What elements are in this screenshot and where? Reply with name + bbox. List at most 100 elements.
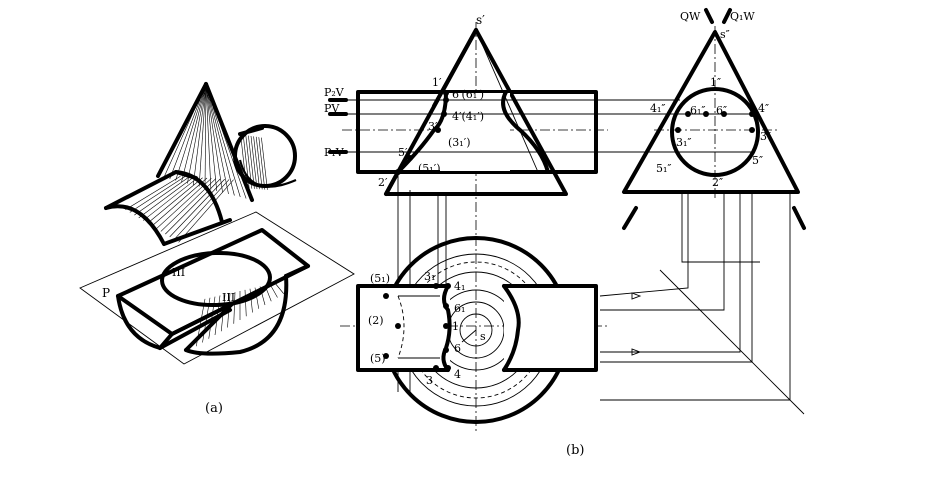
front-view: P₂V PV P₁V s′ 1′ 6′(6₁′) 4′(4₁′) 3′ (3₁′… — [324, 13, 608, 236]
point-5t — [383, 353, 389, 359]
cylinder-intersect-curve — [174, 170, 224, 224]
point-1t — [443, 323, 449, 329]
plane-p-label: P — [102, 286, 110, 300]
side-cone-triangle — [622, 30, 800, 194]
cone-hatch-line — [204, 83, 207, 189]
front-cone-triangle — [384, 28, 568, 196]
label-31s: 3₁″ — [676, 136, 692, 149]
point-4t — [445, 365, 451, 371]
label-5f1: (5₁′) — [418, 162, 441, 175]
cone-hatch-line — [205, 83, 212, 190]
p1v-label: P₁V — [324, 146, 345, 159]
q1w-label: Q₁W — [730, 10, 755, 23]
cylinder-top-rear — [238, 126, 264, 136]
proj-l5 — [600, 194, 753, 363]
label-5t: (5) — [370, 352, 386, 365]
point-6f — [443, 97, 449, 103]
point-51t — [383, 293, 389, 299]
apex-s-prime: s′ — [476, 13, 485, 27]
label-2f: 2′ — [378, 176, 388, 189]
label-51t: (5₁) — [370, 272, 390, 285]
label-1s: 1″ — [710, 76, 721, 89]
point-iii-dot — [225, 305, 231, 311]
label-4f: 4′(4₁′) — [452, 110, 484, 123]
point-6s — [721, 111, 727, 117]
cyl-rear-hatch-line — [250, 135, 258, 190]
qw-label: QW — [680, 10, 701, 23]
cone-hatch-line — [187, 83, 207, 184]
label-6t: 6 — [454, 342, 461, 355]
cyl-front-hatch-line — [142, 177, 199, 221]
label-5s: 5″ — [752, 154, 763, 167]
label-3f1: (3₁′) — [448, 136, 471, 149]
top-view: (5₁) 3₁ 4₁ 6₁ (2) 1 s (5) 6 3 4 — [340, 236, 642, 432]
label-61t: 6₁ — [454, 302, 465, 315]
cylinder-rear-end — [233, 124, 297, 188]
top-circle-16 — [459, 313, 493, 347]
point-3s — [749, 127, 755, 133]
front-cylinder-rect — [356, 90, 598, 174]
apex-s-dbl: s″ — [720, 28, 730, 41]
cylinder-front-hatch — [125, 176, 234, 243]
caption-b: (b) — [566, 443, 584, 458]
cyl-rear-hatch-line — [248, 135, 255, 189]
cylinder-front-end — [104, 204, 166, 246]
cylinder-rear-bottom — [238, 159, 297, 188]
point-4s — [749, 111, 755, 117]
cyl-front-hatch-line — [169, 178, 225, 238]
cone-hatch-line — [175, 83, 207, 181]
front-cone-right-inner — [475, 29, 539, 173]
side-cylinder-circle — [670, 87, 760, 177]
section-plane-p — [79, 211, 355, 365]
point-3f — [435, 127, 441, 133]
label-41s: 4₁″ — [650, 102, 666, 115]
label-1f: 1′ — [432, 76, 442, 89]
point-2t — [395, 323, 401, 329]
cone-right-edge — [204, 82, 254, 202]
cyl-front-hatch-line — [125, 176, 181, 210]
lower-right-edge — [284, 264, 310, 278]
arrow-1 — [631, 292, 642, 300]
caption-a: (a) — [205, 401, 223, 416]
cyl-rear-hatch-line — [240, 134, 247, 189]
qw-lower-mark — [622, 206, 638, 230]
top-intersect-left — [441, 284, 452, 372]
label-st: s — [480, 330, 486, 343]
cyl-front-hatch-line — [173, 179, 230, 240]
proj-l4 — [600, 194, 741, 353]
p2v-label: P₂V — [324, 86, 345, 99]
upper-solid — [104, 82, 297, 246]
pv-label: PV — [324, 102, 340, 115]
cyl-front-hatch-line — [138, 176, 194, 219]
label-4t: 4 — [454, 368, 461, 381]
cyl-rear-hatch-line — [253, 136, 260, 190]
qw-mark — [704, 8, 714, 24]
arrow-2 — [631, 348, 642, 356]
lower-hatch-line — [233, 292, 236, 324]
cyl-rear-hatch-line — [258, 137, 266, 190]
section-ellipse — [160, 250, 272, 308]
proj-l1 — [681, 194, 760, 263]
top-hidden-left — [397, 295, 405, 359]
lower-solid: III III — [116, 228, 310, 356]
cyl-front-hatch-line — [178, 179, 234, 243]
cone-hatch-line — [205, 83, 218, 192]
point-1f — [443, 90, 449, 96]
cone-hatch-line — [181, 83, 207, 183]
top-intersect-right — [502, 284, 521, 372]
cyl-rear-hatch-line — [261, 137, 268, 190]
top-cylinder-left — [356, 284, 450, 372]
top-radius — [461, 329, 477, 343]
cyl-front-hatch-line — [147, 177, 203, 224]
cylinder-rear-hatch — [240, 134, 268, 190]
point-iii-label-2: III — [222, 291, 235, 304]
label-3f: 3′ — [428, 120, 438, 133]
cone-hatch-line — [205, 83, 223, 193]
miter-line — [659, 269, 805, 415]
point-31s — [675, 127, 681, 133]
cyl-front-hatch-line — [156, 178, 212, 229]
lower-hatch-line — [274, 282, 284, 294]
point-3t — [433, 365, 439, 371]
label-6s: 6″ — [716, 104, 727, 117]
